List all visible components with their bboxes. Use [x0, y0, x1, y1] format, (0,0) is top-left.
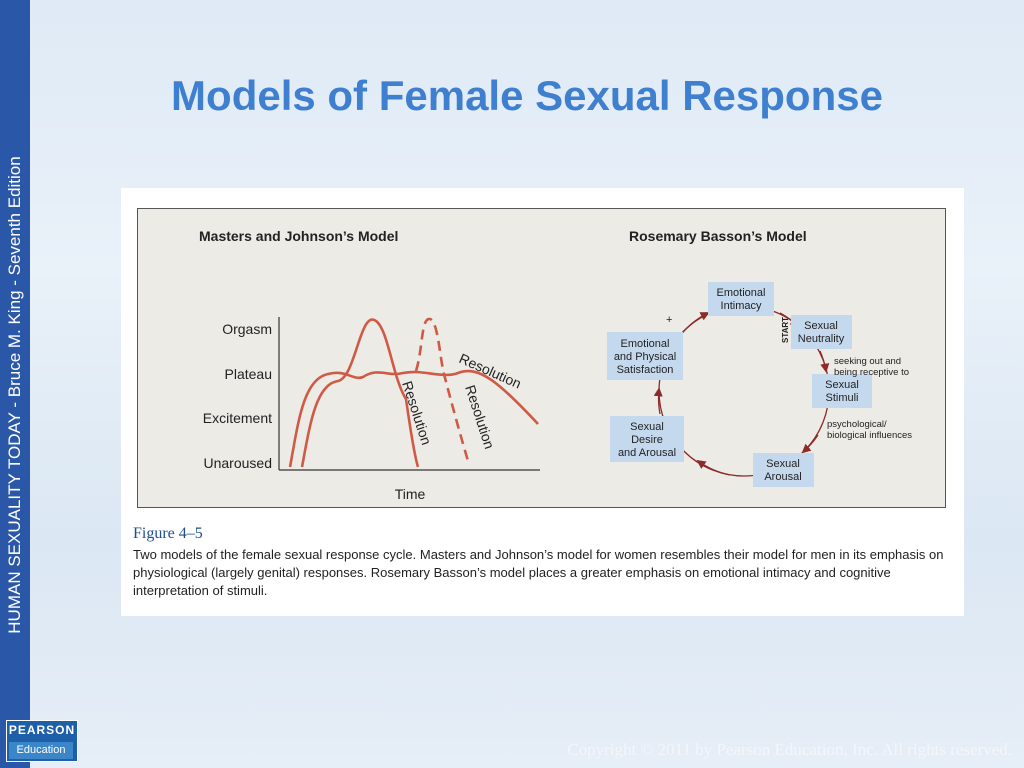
- sidebar-band: HUMAN SEXUALITY TODAY - Bruce M. King - …: [0, 0, 30, 768]
- svg-text:Intimacy: Intimacy: [721, 300, 762, 312]
- arrow-to-arousal: [801, 434, 819, 454]
- box-emotional-intimacy: Emotional Intimacy: [708, 282, 774, 316]
- note-seeking-2: being receptive to: [834, 367, 909, 378]
- sidebar-book-title: HUMAN SEXUALITY TODAY - Bruce M. King - …: [5, 156, 24, 634]
- svg-text:Emotional: Emotional: [717, 287, 766, 299]
- svg-text:Stimuli: Stimuli: [825, 392, 858, 404]
- curve-a: [288, 369, 539, 468]
- copyright-notice: Copyright © 2011 by Pearson Education, I…: [567, 740, 1012, 759]
- pearson-logo: PEARSON Education: [6, 720, 78, 762]
- svg-text:Emotional: Emotional: [621, 338, 670, 350]
- slide-title: Models of Female Sexual Response: [171, 72, 883, 119]
- svg-text:Sexual: Sexual: [804, 320, 838, 332]
- box-sexual-neutrality: Sexual Neutrality: [791, 315, 852, 349]
- svg-text:Sexual: Sexual: [630, 421, 664, 433]
- box-sexual-stimuli: Sexual Stimuli: [812, 374, 872, 408]
- resolution-label-3: Resolution: [462, 383, 498, 451]
- level-unaroused: Unaroused: [204, 455, 273, 471]
- svg-text:Desire: Desire: [631, 434, 663, 446]
- box-sexual-arousal: Sexual Arousal: [753, 453, 814, 487]
- svg-text:Arousal: Arousal: [764, 471, 801, 483]
- curve-b: [300, 318, 420, 468]
- arrow-to-stimuli: [819, 350, 830, 373]
- note-influences-2: biological influences: [827, 430, 912, 441]
- x-axis-label: Time: [395, 486, 426, 502]
- svg-text:Sexual: Sexual: [766, 458, 800, 470]
- right-heading: Rosemary Basson’s Model: [629, 228, 807, 244]
- box-emotional-satisfaction: Emotional and Physical Satisfaction: [607, 332, 683, 380]
- curve-c: [414, 317, 470, 462]
- figure-label: Figure 4–5: [133, 525, 203, 542]
- resolution-label-2: Resolution: [399, 379, 435, 447]
- figure-panel: Masters and Johnson’s Model Orgasm Plate…: [121, 188, 964, 616]
- svg-text:Sexual: Sexual: [825, 379, 859, 391]
- left-heading: Masters and Johnson’s Model: [199, 228, 398, 244]
- figure-frame: Masters and Johnson’s Model Orgasm Plate…: [137, 208, 946, 508]
- level-plateau: Plateau: [225, 366, 272, 382]
- svg-text:Satisfaction: Satisfaction: [617, 364, 674, 376]
- plus-sign: +: [666, 314, 672, 326]
- note-influences-1: psychological/: [827, 419, 887, 430]
- figure-diagram: Masters and Johnson’s Model Orgasm Plate…: [199, 228, 912, 502]
- note-seeking-1: seeking out and: [834, 356, 901, 367]
- arrow-to-desire: [696, 459, 731, 476]
- arrow-to-satisfaction: [653, 387, 663, 415]
- logo-bottom-text: Education: [9, 742, 73, 759]
- box-sexual-desire: Sexual Desire and Arousal: [610, 416, 684, 462]
- logo-top-text: PEARSON: [8, 723, 76, 737]
- level-orgasm: Orgasm: [222, 321, 272, 337]
- level-excitement: Excitement: [203, 410, 272, 426]
- svg-text:Neutrality: Neutrality: [798, 333, 845, 345]
- svg-text:and Physical: and Physical: [614, 351, 676, 363]
- svg-text:and Arousal: and Arousal: [618, 447, 676, 459]
- figure-caption: Two models of the female sexual response…: [133, 547, 944, 598]
- start-label: START: [781, 317, 790, 343]
